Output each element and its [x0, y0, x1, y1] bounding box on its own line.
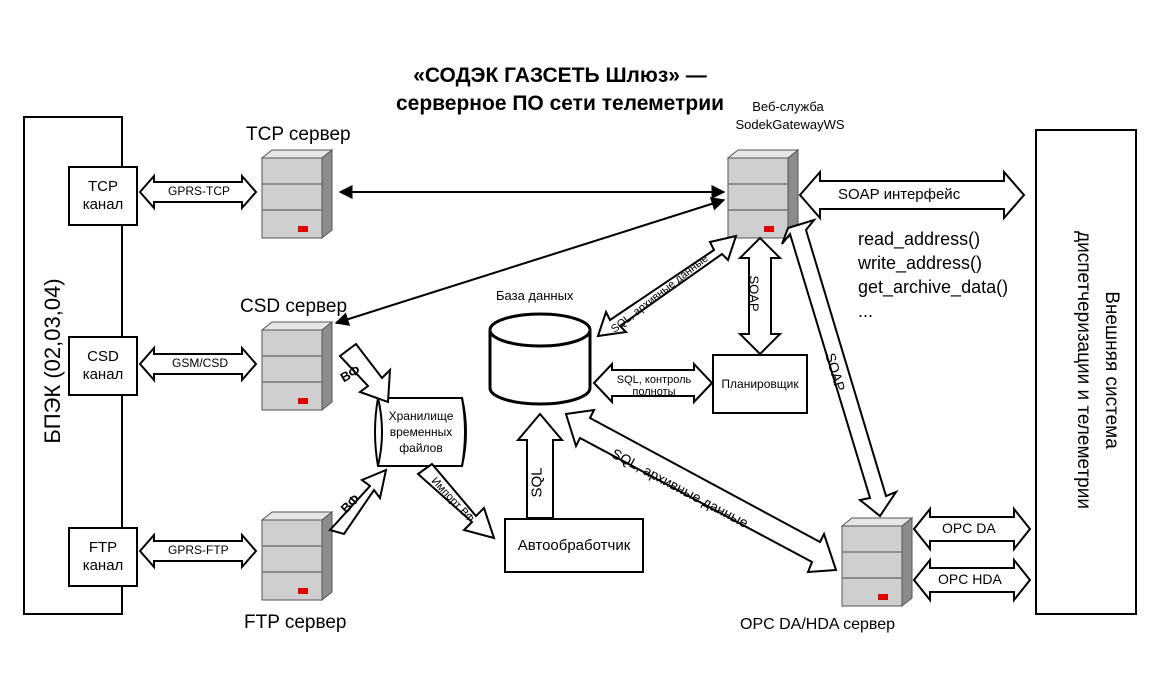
ftp-server-label: FTP сервер [244, 612, 347, 633]
sql-archive-lower-arrow [564, 408, 838, 574]
sql-control-label-1: SQL, контроль [616, 374, 692, 386]
sql-vertical-arrow [515, 412, 565, 519]
right-system-label: Внешняя система диспетчеризации и телеме… [1073, 231, 1122, 509]
method-read-address: read_address() [858, 229, 981, 249]
soap-interface-arrow [798, 169, 1026, 221]
web-service-label-1: Веб-служба [752, 99, 824, 114]
title-line-2: серверное ПО сети телеметрии [395, 92, 725, 115]
vf-arrow-ftp [328, 468, 388, 536]
scheduler-label: Планировщик [721, 376, 799, 391]
sql-vertical-label: SQL [528, 467, 546, 498]
storage-label: Хранилище временных файлов [388, 409, 454, 455]
tcp-channel-label: TCP канал [82, 178, 124, 213]
vf-arrow-csd [338, 342, 392, 404]
web-service-label-2: SodekGatewayWS [735, 117, 845, 132]
method-get-archive-data: get_archive_data() [858, 277, 1009, 297]
gprs-ftp-link [138, 532, 258, 570]
soap-vertical-label: SOAP [746, 275, 762, 312]
ftp-channel-box: FTP канал [68, 527, 138, 587]
storage-icon [374, 397, 467, 467]
csd-to-webservice-arrow [334, 197, 726, 326]
opc-server-icon [841, 517, 913, 607]
gprs-ftp-label: GPRS-FTP [168, 543, 229, 557]
opc-hda-label: OPC HDA [938, 571, 1002, 587]
title-line-1: «СОДЭК ГАЗСЕТЬ Шлюз» — [413, 64, 707, 87]
method-write-address: write_address() [858, 253, 983, 273]
opc-da-label: OPC DA [942, 520, 996, 536]
database-label: База данных [496, 288, 574, 303]
tcp-channel-box: TCP канал [68, 166, 138, 226]
sql-archive-upper-arrow [596, 234, 738, 338]
ftp-channel-label: FTP канал [82, 539, 124, 574]
opc-server-label: OPC DA/HDA сервер [740, 616, 896, 633]
gprs-tcp-label: GPRS-TCP [168, 184, 231, 198]
opc-da-arrow [912, 506, 1032, 552]
left-system-label: БПЭК (02,03,04) [40, 278, 65, 444]
gsm-csd-label: GSM/CSD [172, 356, 229, 370]
soap-interface-label: SOAP интерфейс [838, 186, 961, 203]
csd-channel-box: CSD канал [68, 336, 138, 396]
autoprocessor-box: Автообработчик [504, 518, 644, 573]
ftp-server-icon [261, 511, 333, 601]
csd-server-icon [261, 321, 333, 411]
tcp-server-label: TCP сервер [246, 124, 351, 145]
csd-channel-label: CSD канал [82, 348, 124, 383]
gprs-tcp-link [138, 173, 258, 211]
right-system-frame [1035, 129, 1137, 615]
opc-hda-arrow [912, 557, 1032, 603]
gsm-csd-link [138, 345, 258, 383]
csd-server-label: CSD сервер [240, 296, 348, 317]
method-more: ... [858, 301, 874, 321]
import-vf-arrow [416, 462, 496, 540]
scheduler-box: Планировщик [712, 354, 808, 414]
soap-diagonal-arrow [781, 218, 899, 518]
tcp-server-icon [261, 149, 333, 239]
database-icon [488, 312, 592, 406]
web-service-server-icon [727, 149, 799, 239]
sql-control-label-2: полноты [632, 386, 676, 398]
autoprocessor-label: Автообработчик [517, 536, 631, 554]
